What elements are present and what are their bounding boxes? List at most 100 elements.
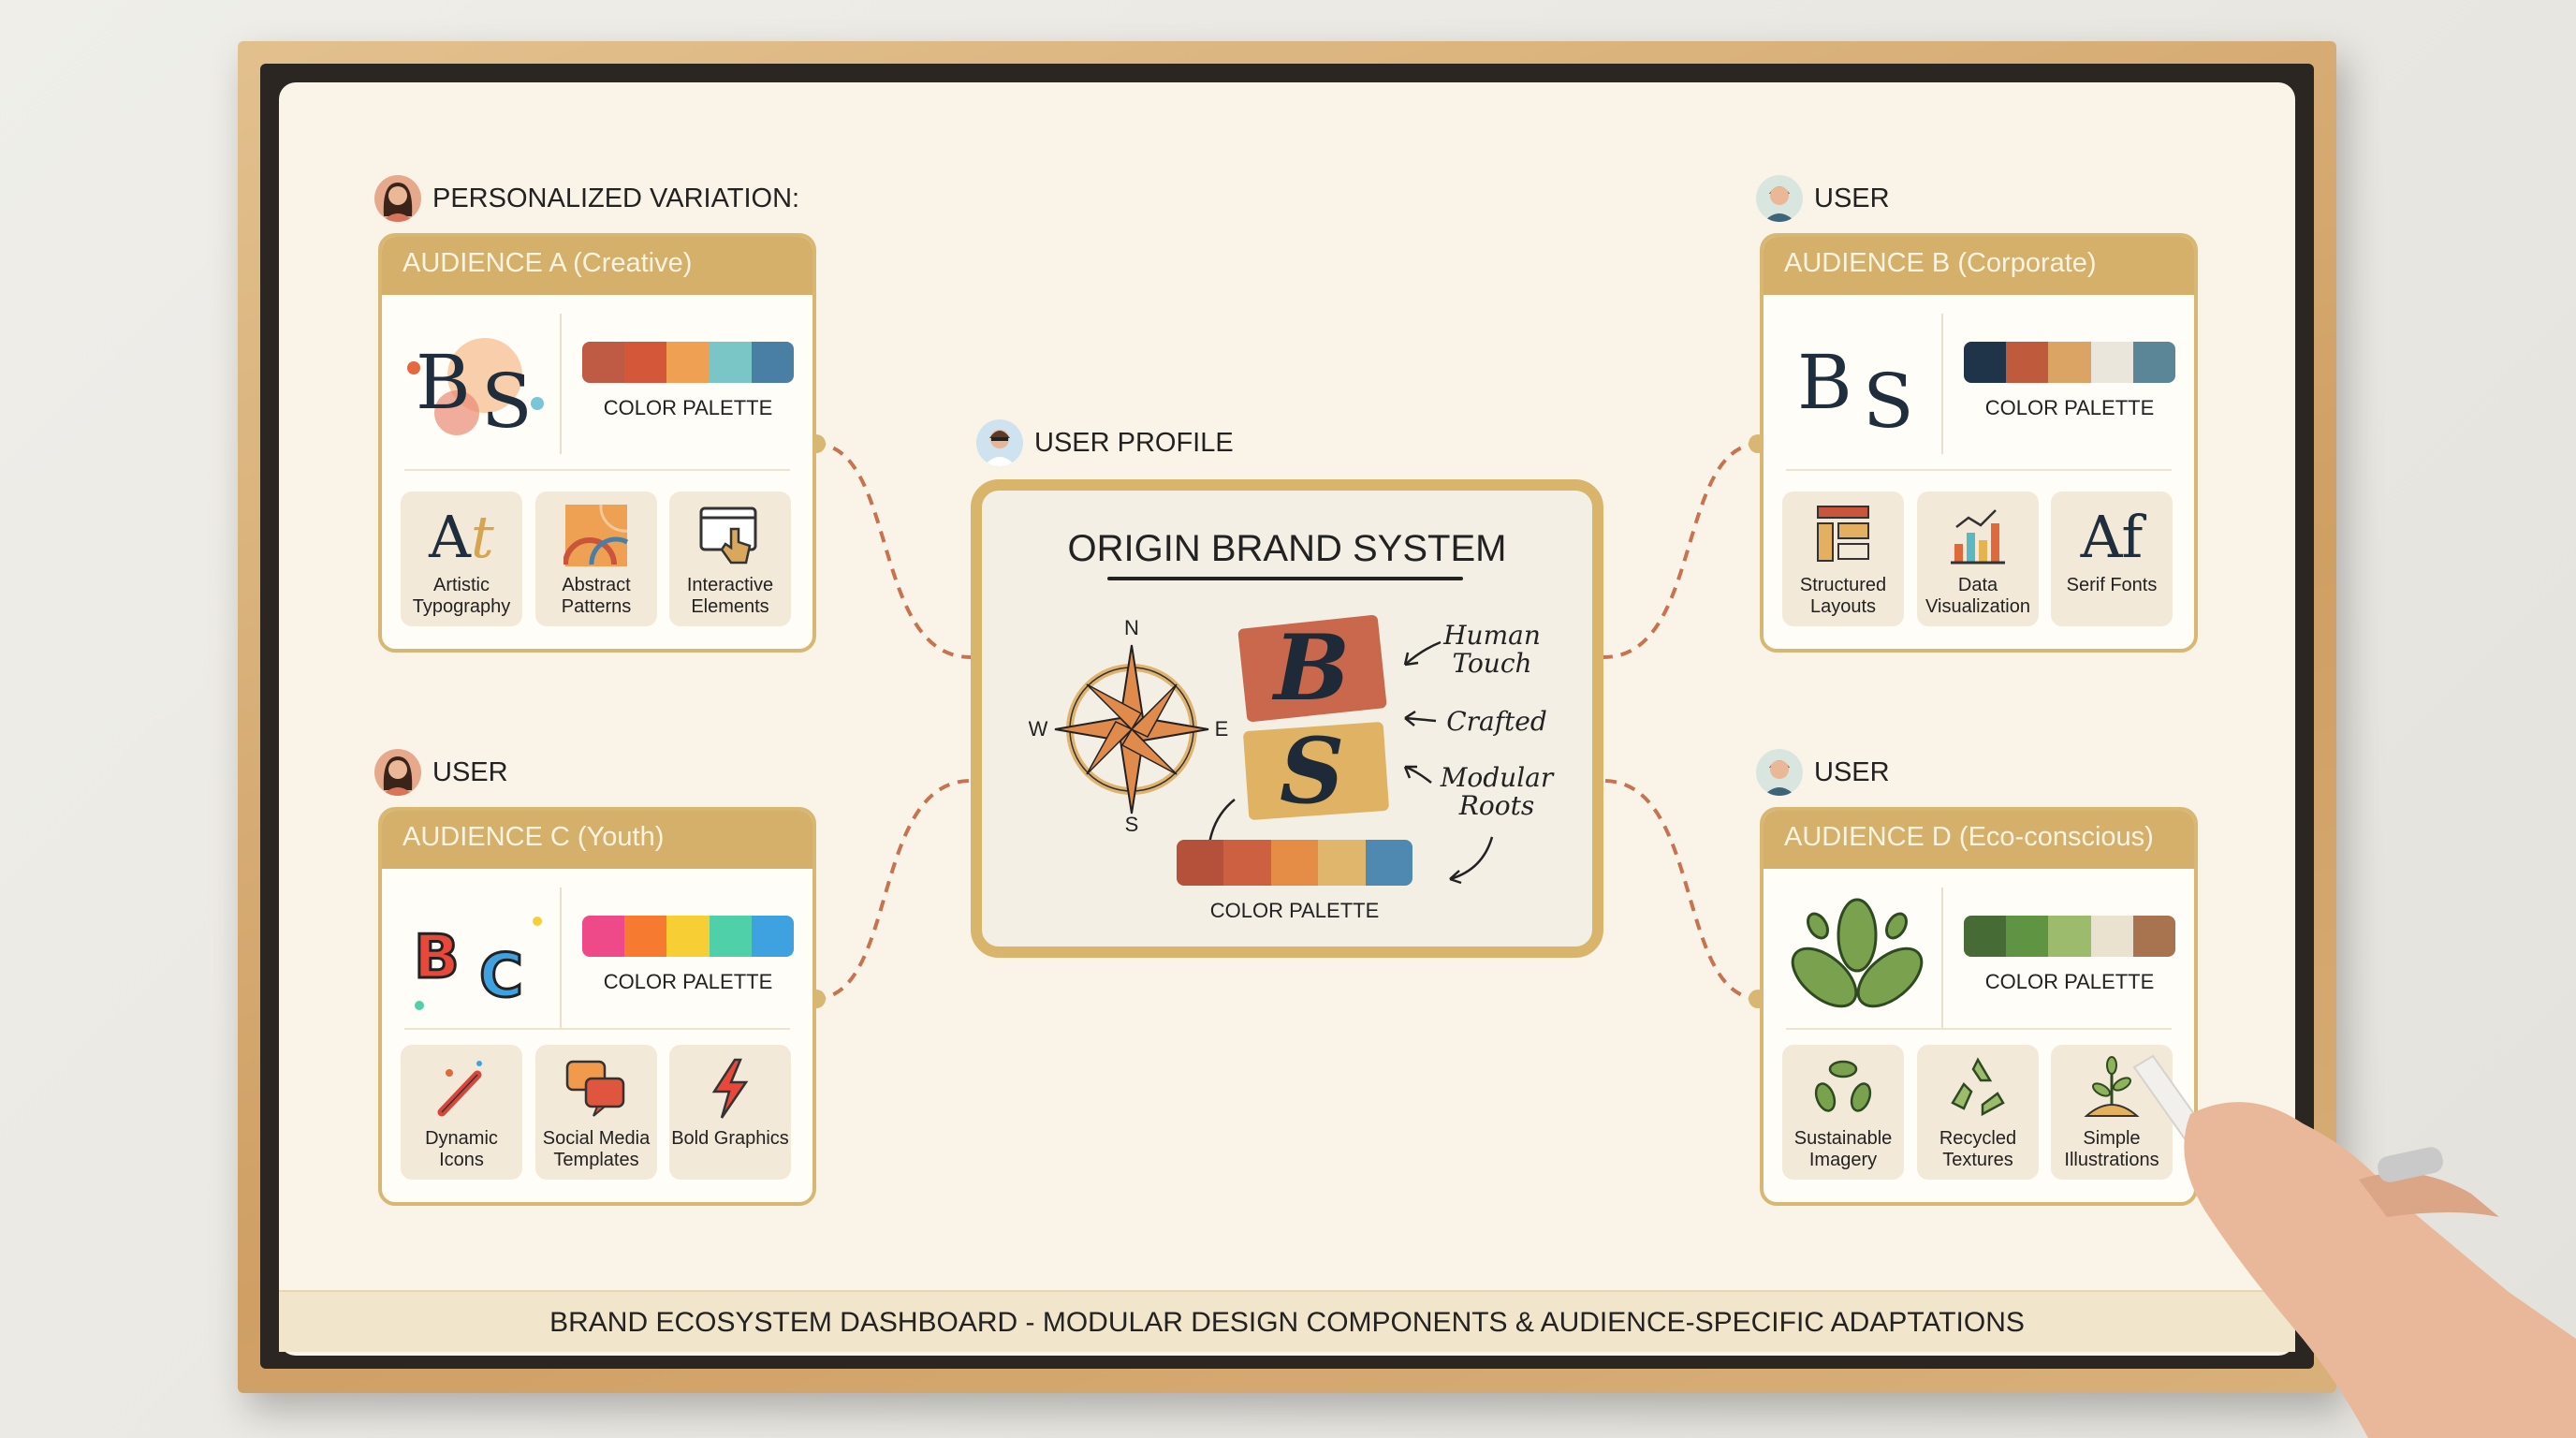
typography-icon: At [419, 503, 504, 572]
svg-text:B: B [414, 923, 460, 992]
avatar [374, 175, 421, 222]
sprout-icon [2079, 1056, 2144, 1125]
tile-label: Structured Layouts [1799, 575, 1887, 617]
compass-e: E [1215, 717, 1229, 741]
palette-swatch [1223, 840, 1271, 886]
color-palette [582, 342, 794, 383]
hand-with-stylus [2132, 1054, 2576, 1438]
avatar [1756, 175, 1803, 222]
tile-bold-graphics[interactable]: Bold Graphics [669, 1045, 791, 1180]
connector-d [1603, 779, 1761, 1001]
tile-label: Simple Illustrations [2064, 1128, 2159, 1170]
tile-abstract-patterns[interactable]: Abstract Patterns [535, 492, 657, 626]
tile-simple-illustrations[interactable]: Simple Illustrations [2051, 1045, 2173, 1180]
center-color-palette [1177, 840, 1412, 886]
palette-swatch [2048, 342, 2091, 383]
user-label-text: PERSONALIZED VARIATION: [432, 183, 800, 213]
tile-label: Interactive Elements [686, 575, 774, 617]
tile-label: Serif Fonts [2066, 575, 2158, 595]
palette-swatch [2048, 916, 2091, 957]
user-profile-label: USER PROFILE [976, 419, 1234, 466]
palette-swatch [1365, 840, 1412, 886]
divider [404, 1028, 790, 1030]
annotation-modular-roots: Modular Roots [1440, 762, 1554, 821]
user-label-text: USER [432, 756, 508, 787]
tile-sustainable-imagery[interactable]: Sustainable Imagery [1782, 1045, 1904, 1180]
tile-label: Sustainable Imagery [1793, 1128, 1893, 1170]
chat-bubbles-icon [564, 1060, 629, 1125]
connector-b [1603, 442, 1761, 659]
connector-c [813, 779, 972, 1001]
divider [1786, 1028, 2172, 1030]
tile-recycled-textures[interactable]: Recycled Textures [1917, 1045, 2039, 1180]
panel-header: AUDIENCE B (Corporate) [1764, 237, 2194, 295]
tile-interactive-elements[interactable]: Interactive Elements [669, 492, 791, 626]
divider [1941, 888, 1943, 1028]
origin-brand-system-card[interactable]: ORIGIN BRAND SYSTEM N S W E B S Human To… [971, 479, 1603, 958]
palette-swatch [666, 916, 710, 957]
user-label-text: USER [1814, 756, 1890, 787]
color-palette [1964, 342, 2175, 383]
svg-text:S: S [481, 358, 533, 445]
palette-swatch [1318, 840, 1366, 886]
tile-label: Dynamic Icons [425, 1128, 498, 1170]
palette-swatch [582, 342, 625, 383]
tile-label: Abstract Patterns [561, 575, 632, 617]
panel-header: AUDIENCE C (Youth) [382, 811, 812, 869]
pattern-icon [563, 504, 629, 572]
panel-header: AUDIENCE A (Creative) [382, 237, 812, 295]
tile-dynamic-icons[interactable]: Dynamic Icons [401, 1045, 522, 1180]
panel-d-user-label: USER [1756, 749, 1890, 796]
card-title: ORIGIN BRAND SYSTEM [1067, 528, 1507, 569]
tile-structured-layouts[interactable]: Structured Layouts [1782, 492, 1904, 626]
palette-swatch [2090, 916, 2133, 957]
palette-swatch [709, 342, 752, 383]
user-label-text: USER [1814, 183, 1890, 213]
palette-label: COLOR PALETTE [603, 970, 773, 993]
leaves-logo-icon [1782, 884, 1932, 1024]
palette-label: COLOR PALETTE [603, 396, 773, 419]
monogram-s: S [1280, 718, 1345, 824]
compass-w: W [1029, 717, 1048, 741]
tile-label: Recycled Textures [1939, 1128, 2017, 1170]
palette-label: COLOR PALETTE [1984, 396, 2155, 419]
layout-icon [1810, 506, 1876, 572]
tile-label: Bold Graphics [671, 1128, 789, 1149]
compass-n: N [1124, 616, 1139, 639]
palette-swatch [1964, 916, 2007, 957]
svg-text:C: C [479, 942, 523, 1011]
palette-swatch [751, 916, 794, 957]
svg-text:Af: Af [2080, 503, 2147, 568]
panel-c-user-label: USER [374, 749, 508, 796]
panel-header: AUDIENCE D (Eco-conscious) [1764, 811, 2194, 869]
palette-swatch [2132, 342, 2175, 383]
magic-wand-icon [429, 1061, 494, 1125]
annotation-human-touch: Human Touch [1443, 620, 1541, 679]
serif-font-icon: Af [2070, 503, 2154, 572]
divider [404, 469, 790, 471]
palette-swatch [666, 342, 710, 383]
lightning-icon [697, 1058, 763, 1125]
palette-swatch [2132, 916, 2175, 957]
monogram-b: B [1274, 615, 1351, 721]
divider [1941, 314, 1943, 454]
palette-swatch [1270, 840, 1319, 886]
palette-swatch [2006, 342, 2049, 383]
tile-social-media-templates[interactable]: Social Media Templates [535, 1045, 657, 1180]
avatar [976, 419, 1023, 466]
color-palette [1964, 916, 2175, 957]
leaf-cycle-icon [1810, 1060, 1876, 1125]
audience-d-panel[interactable]: AUDIENCE D (Eco-conscious) COLOR PALETTE… [1760, 807, 2198, 1206]
palette-swatch [2006, 916, 2049, 957]
panel-b-user-label: USER [1756, 175, 1890, 222]
palette-swatch [1964, 342, 2007, 383]
center-palette-label: COLOR PALETTE [1209, 899, 1380, 922]
tile-data-visualization[interactable]: Data Visualization [1917, 492, 2039, 626]
